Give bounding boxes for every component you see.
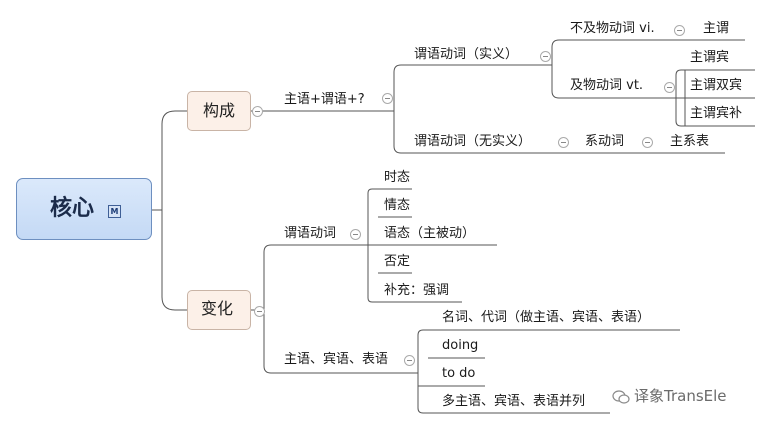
watermark-text: 译象TransEle: [634, 387, 727, 405]
sso-branch-connector: [417, 329, 428, 414]
collapse-linking-verb-icon[interactable]: [642, 137, 653, 148]
root-label: 核心: [50, 196, 95, 221]
collapse-intransitive-icon[interactable]: [674, 25, 685, 36]
predicate-item-5: 补充：强调: [384, 283, 450, 298]
sso-item-2: doing: [442, 338, 479, 353]
transitive-pattern-3: 主谓宾补: [690, 106, 743, 121]
root-node[interactable]: [16, 178, 152, 240]
collapse-variation-icon[interactable]: [254, 306, 265, 317]
formula-label: 主语+谓语+?: [284, 92, 365, 107]
collapse-composition-icon[interactable]: [252, 106, 263, 117]
notional-predicate-label: 谓语动词（实义）: [414, 47, 519, 62]
formula-branch-connector: [393, 64, 408, 154]
transitive-pattern-2: 主谓双宾: [690, 78, 743, 93]
linking-pattern: 主系表: [670, 134, 710, 149]
sso-item-4: 多主语、宾语、表语并列: [442, 394, 586, 409]
composition-node[interactable]: [187, 91, 251, 131]
predicate-label: 谓语动词: [284, 226, 337, 241]
collapse-linking-icon[interactable]: [558, 137, 569, 148]
collapse-predicate-icon[interactable]: [350, 229, 361, 240]
transitive-pattern-1: 主谓宾: [690, 50, 730, 65]
sso-label: 主语、宾语、表语: [284, 352, 389, 367]
collapse-notional-icon[interactable]: [540, 51, 551, 62]
collapse-transitive-icon[interactable]: [664, 82, 675, 93]
transitive-label: 及物动词 vt.: [570, 78, 644, 93]
predicate-item-3: 语态（主被动）: [384, 226, 476, 241]
root-branch-connector: [161, 110, 187, 311]
notional-branch-connector: [551, 39, 565, 99]
intransitive-label: 不及物动词 vi.: [570, 21, 655, 36]
predicate-item-2: 情态: [384, 198, 411, 213]
sso-item-1: 名词、代词（做主语、宾语、表语）: [442, 310, 651, 325]
map-marker-icon: M: [108, 205, 121, 218]
predicate-item-1: 时态: [384, 170, 411, 185]
collapse-formula-icon[interactable]: [382, 93, 393, 104]
intransitive-pattern: 主谓: [703, 21, 730, 36]
sso-item-3: to do: [442, 366, 476, 381]
wechat-icon: [612, 390, 630, 404]
collapse-sso-icon[interactable]: [404, 355, 415, 366]
variation-label: 变化: [201, 299, 234, 318]
linking-verb-label: 系动词: [585, 134, 625, 149]
composition-label: 构成: [203, 101, 236, 120]
linking-predicate-label: 谓语动词（无实义）: [414, 134, 532, 149]
predicate-item-4: 否定: [384, 254, 411, 269]
variation-node[interactable]: [187, 290, 251, 330]
variation-branch-connector: [263, 244, 278, 374]
